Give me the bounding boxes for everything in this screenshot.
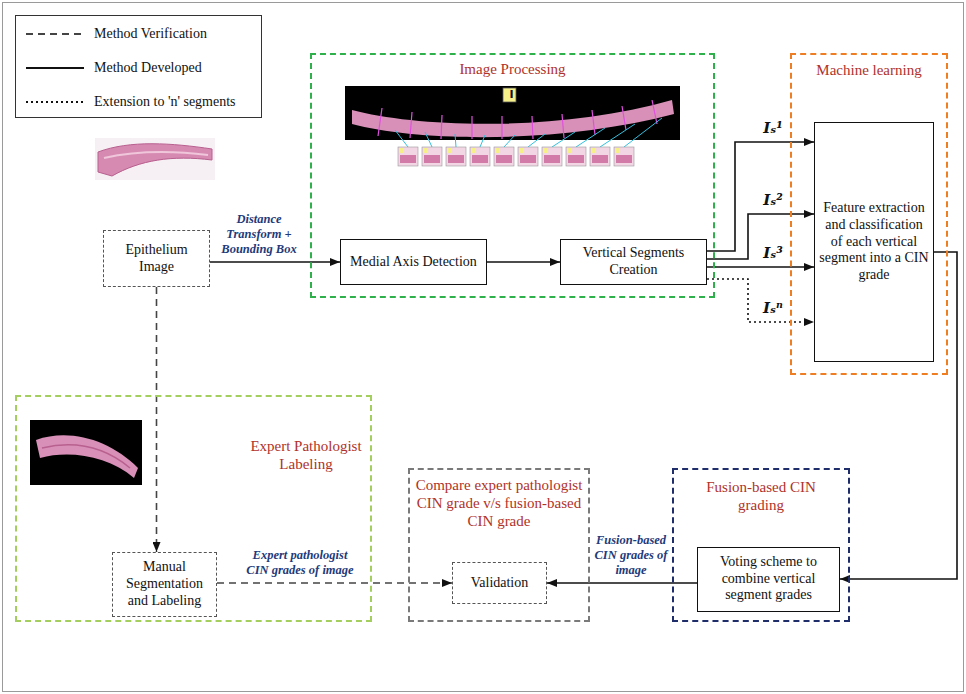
connector — [156, 287, 158, 552]
connector-label: Iₛ¹ — [758, 119, 788, 137]
connector-label: Iₛⁿ — [758, 299, 788, 317]
legend-line-sample — [26, 97, 84, 107]
legend-line — [26, 101, 84, 103]
group-title: Image Processing — [312, 60, 713, 78]
group-panel: Machine learningFeature extraction and c… — [790, 53, 948, 375]
legend-row: Extension to 'n' segments — [26, 92, 236, 112]
connector — [217, 582, 452, 584]
connector-label: Iₛ² — [758, 191, 788, 209]
connector — [707, 214, 814, 259]
group-title: Compare expert pathologist CIN grade v/s… — [415, 476, 583, 530]
connector-label: Fusion-based CIN grades of image — [590, 533, 672, 578]
verification-box: Manual Segmentation and Labeling — [112, 552, 217, 617]
group-panel: Compare expert pathologist CIN grade v/s… — [408, 468, 590, 622]
verification-box: Epithelium Image — [103, 230, 210, 287]
group-title: Expert Pathologist Labeling — [245, 437, 367, 473]
connector — [547, 582, 697, 584]
box-text: Medial Axis Detection — [350, 254, 477, 271]
process-box: Medial Axis Detection — [340, 239, 487, 285]
process-box: Vertical Segments Creation — [560, 239, 707, 285]
box-text: Manual Segmentation and Labeling — [117, 559, 212, 609]
group-title: Fusion-based CIN grading — [701, 478, 821, 514]
expert-thumbnail — [30, 420, 142, 485]
connector — [707, 266, 814, 268]
box-text: Feature extraction and classification of… — [819, 200, 929, 284]
connector-label: Expert pathologist CIN grades of image — [241, 548, 359, 578]
segmented-epithelium-strip — [345, 86, 680, 166]
legend-text: Method Developed — [94, 60, 202, 76]
legend-line — [26, 67, 84, 69]
image-label: I — [505, 88, 518, 101]
legend-line — [26, 33, 84, 35]
legend-row: Method Developed — [26, 58, 202, 78]
legend-text: Extension to 'n' segments — [94, 94, 236, 110]
epithelium-thumbnail — [95, 138, 215, 180]
box-text: Validation — [471, 575, 529, 592]
connector — [487, 261, 560, 263]
process-box: Feature extraction and classification of… — [814, 122, 934, 362]
verification-box: Validation — [452, 562, 547, 604]
group-panel: Fusion-based CIN gradingVoting scheme to… — [672, 468, 850, 622]
legend-line-sample — [26, 29, 84, 39]
connector — [707, 279, 814, 322]
legend-line-sample — [26, 63, 84, 73]
connector — [210, 261, 340, 263]
group-panel: Expert Pathologist LabelingManual Segmen… — [15, 395, 372, 622]
box-text: Vertical Segments Creation — [565, 245, 702, 279]
legend-row: Method Verification — [26, 24, 207, 44]
connector-label: Distance Transform + Bounding Box — [216, 212, 302, 257]
box-text: Voting scheme to combine vertical segmen… — [702, 554, 835, 604]
legend-panel: Method VerificationMethod DevelopedExten… — [15, 15, 262, 118]
connector — [707, 142, 814, 251]
box-text: Epithelium Image — [108, 242, 205, 276]
process-box: Voting scheme to combine vertical segmen… — [697, 547, 840, 612]
group-title: Machine learning — [792, 61, 946, 79]
legend-text: Method Verification — [94, 26, 207, 42]
connector-label: Iₛ³ — [758, 244, 788, 262]
